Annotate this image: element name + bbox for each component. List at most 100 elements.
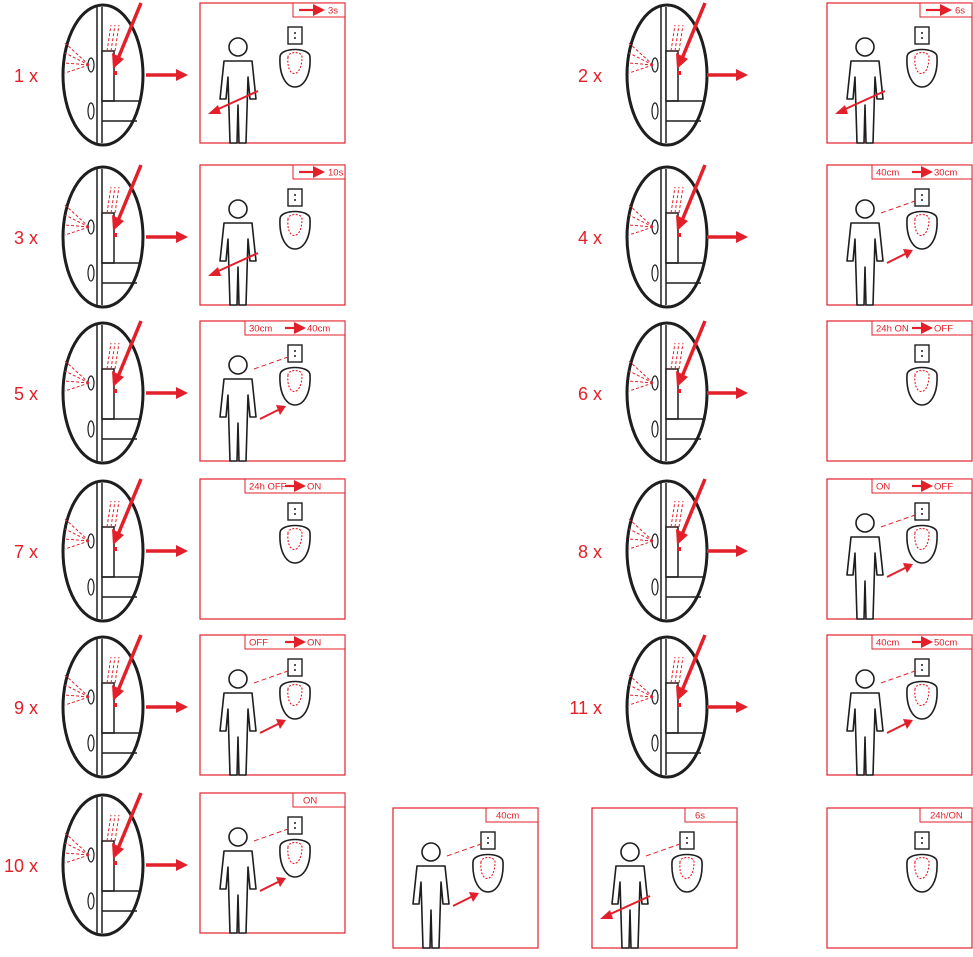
approach-arrow-head (276, 719, 286, 729)
setting-from: 30cm (249, 324, 272, 335)
person-head (228, 355, 248, 375)
setting-value: 6s (695, 811, 705, 822)
step-panel (826, 807, 973, 949)
approach-arrow-head (469, 892, 479, 902)
led-dot (677, 389, 681, 393)
setting-tag (684, 807, 738, 823)
beam-line (110, 814, 116, 842)
press-count-label: 3 x (14, 228, 38, 248)
led-dot (113, 703, 117, 707)
flush-sensor-plate (287, 502, 303, 521)
led-dot (113, 547, 117, 551)
pipe (651, 734, 659, 752)
beam-line (628, 696, 654, 706)
approach-arrow (886, 722, 908, 734)
beam-line (106, 342, 112, 370)
detection-beam (253, 828, 289, 842)
sensor-housing (101, 526, 115, 578)
press-count-label: 11 x (569, 698, 602, 718)
setting-arrow-head (294, 636, 306, 648)
urinal-flush-area (914, 856, 930, 880)
beam-line (64, 360, 90, 384)
leave-arrow (605, 895, 651, 917)
setting-arrow-head (921, 166, 933, 178)
urinal-flush-area (914, 527, 930, 551)
setting-value: 10s (328, 168, 344, 179)
setting-value: 24h/ON (930, 811, 963, 822)
pipe (87, 892, 95, 910)
plate-dot (294, 669, 296, 671)
step-panel (199, 320, 346, 462)
beam-line (106, 186, 112, 214)
approach-arrow-head (903, 719, 913, 729)
sequence-panel-1: 40cm (392, 807, 539, 949)
beam-line (670, 500, 676, 528)
flush-sensor-plate (679, 831, 695, 850)
beam-line (628, 62, 654, 66)
plate-dot (487, 842, 489, 844)
plate-dot (294, 822, 296, 824)
setting-from: 40cm (876, 168, 899, 179)
sensor-housing (101, 368, 115, 420)
beam-line (628, 528, 654, 542)
beam-line (628, 204, 654, 228)
step-arrow-head (736, 69, 748, 81)
beam-line (64, 540, 90, 550)
step-arrow-head (736, 231, 748, 243)
setting-to: 40cm (307, 324, 330, 335)
flush-sensor-plate (914, 658, 930, 677)
step-arrow-head (736, 701, 748, 713)
flush-sensor-plate (914, 26, 930, 45)
flush-sensor-plate (287, 26, 303, 45)
person-head (228, 827, 248, 847)
press-count-label: 5 x (14, 384, 38, 404)
person-head (855, 513, 875, 533)
pipe (87, 578, 95, 596)
press-arrow-head (676, 371, 688, 387)
beam-line (628, 226, 654, 236)
pipe (87, 734, 95, 752)
beam-line (628, 382, 654, 392)
press-arrow-head (112, 215, 124, 231)
urinal-flush-area (287, 527, 303, 551)
beam-line (628, 224, 654, 228)
beam-line (64, 382, 90, 392)
detection-beam (880, 200, 916, 214)
beam-line (64, 832, 90, 856)
person-body (611, 865, 649, 949)
urinal-flush-area (679, 856, 695, 880)
beam-line (64, 204, 90, 228)
step-panel (826, 478, 973, 620)
setting-to: ON (307, 482, 321, 493)
plate-dot (921, 37, 923, 39)
press-count-label: 8 x (578, 542, 602, 562)
plate-dot (294, 827, 296, 829)
approach-arrow (886, 566, 908, 578)
beam-line (678, 186, 684, 214)
beam-line (628, 538, 654, 542)
step-panel (199, 634, 346, 776)
press-arrow (679, 164, 707, 224)
press-arrow (115, 792, 143, 852)
beam-line (110, 342, 116, 370)
beam-line (628, 540, 654, 550)
beam-line (678, 24, 684, 52)
beam-line (628, 518, 654, 542)
setting-from: 24h OFF (249, 482, 287, 493)
urinal-flush-area (914, 683, 930, 707)
step-panel (392, 807, 539, 949)
plate-dot (686, 842, 688, 844)
detection-beam (446, 843, 482, 857)
setting-from: 40cm (876, 638, 899, 649)
beam-line (674, 186, 680, 214)
leave-arrow (213, 252, 259, 274)
plate-dot (686, 837, 688, 839)
press-arrow (679, 634, 707, 694)
beam-line (678, 500, 684, 528)
beam-line (110, 24, 116, 52)
plate-dot (921, 664, 923, 666)
press-arrow (679, 2, 707, 62)
pipe (651, 420, 659, 438)
